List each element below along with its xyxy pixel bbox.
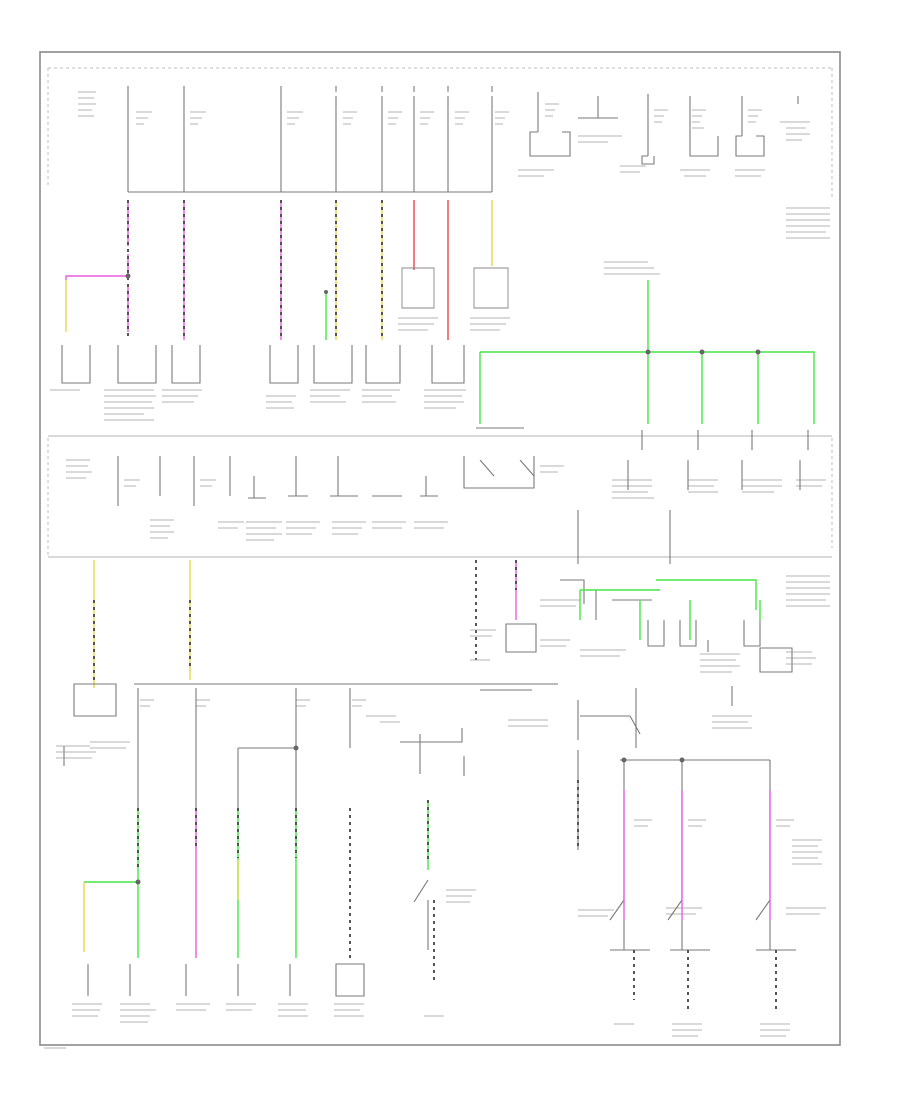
diagram-frame <box>39 51 841 1046</box>
top-fuse-section <box>50 86 830 440</box>
lower-left-circuits <box>56 560 558 1023</box>
lower-right-circuits <box>470 510 830 1037</box>
middle-switch-section <box>66 440 826 541</box>
